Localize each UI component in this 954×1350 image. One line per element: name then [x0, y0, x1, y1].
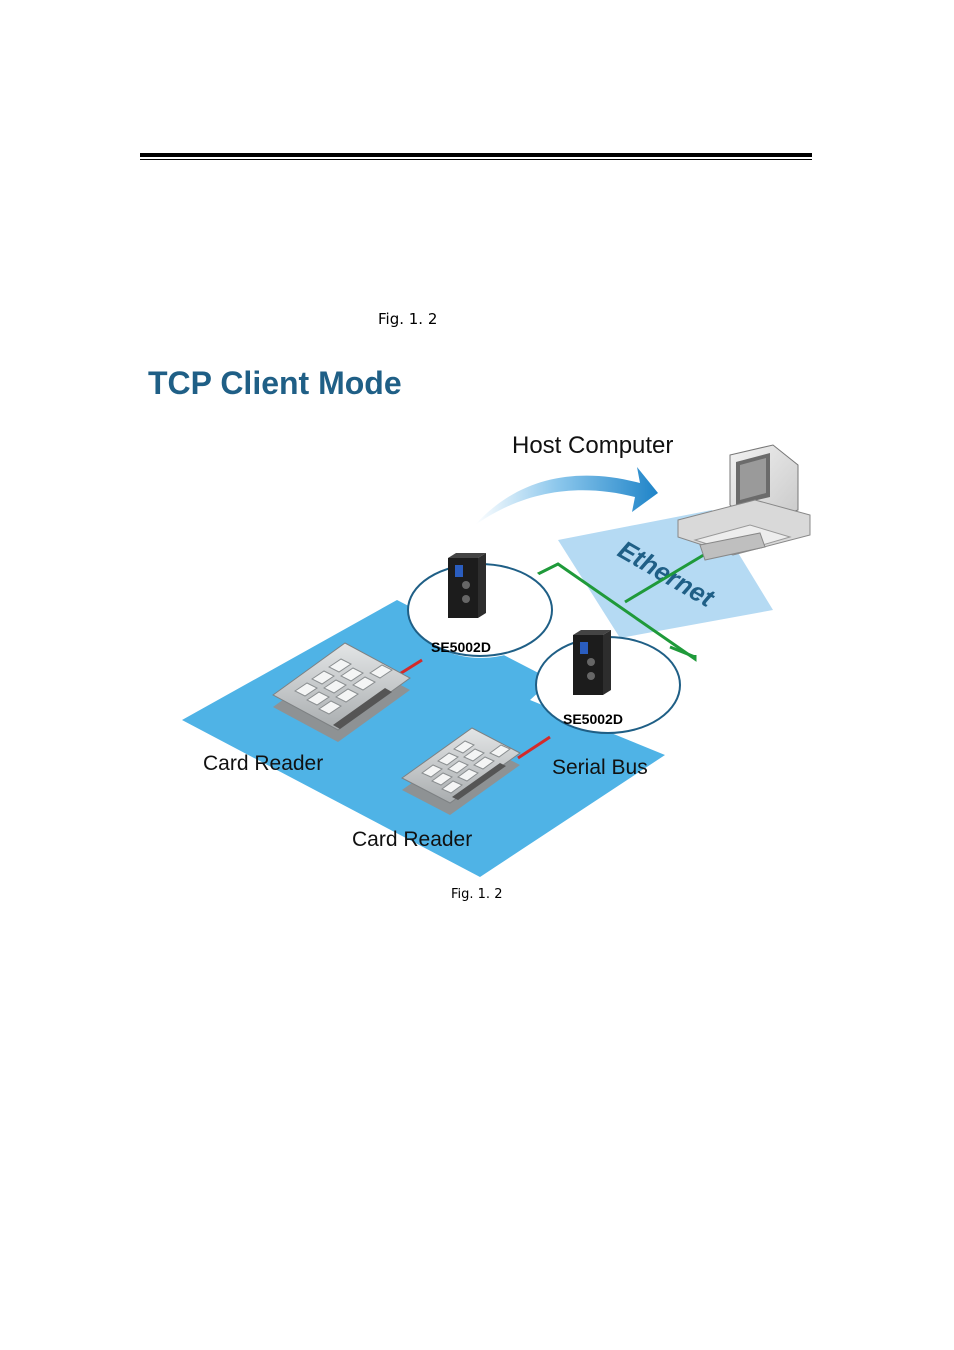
network-lines	[531, 548, 713, 662]
card-reader-1-label: Card Reader	[203, 752, 323, 775]
se5002d-device-1-icon	[448, 553, 486, 618]
figure-caption-bottom: Fig. 1. 2	[451, 887, 503, 902]
se5002d-device-2-icon	[573, 630, 611, 695]
serial-bus-label: Serial Bus	[552, 756, 648, 779]
diagram-title: TCP Client Mode	[148, 365, 402, 401]
card-reader-1-icon	[272, 642, 411, 742]
host-computer-icon	[677, 444, 811, 561]
host-computer-label: Host Computer	[512, 432, 673, 459]
card-reader-2-label: Card Reader	[352, 828, 472, 851]
floor-area	[182, 600, 665, 877]
header-rule-thin	[140, 159, 812, 160]
tcp-client-mode-diagram: TCP Client Mode Ethernet Host Computer	[148, 365, 811, 877]
data-flow-arrow	[475, 467, 658, 525]
device-2-label: SE5002D	[563, 711, 623, 727]
header-rule-thick	[140, 153, 812, 157]
figure-caption-top: Fig. 1. 2	[378, 310, 438, 328]
card-reader-2-icon	[401, 727, 521, 815]
device-1-label: SE5002D	[431, 639, 491, 655]
